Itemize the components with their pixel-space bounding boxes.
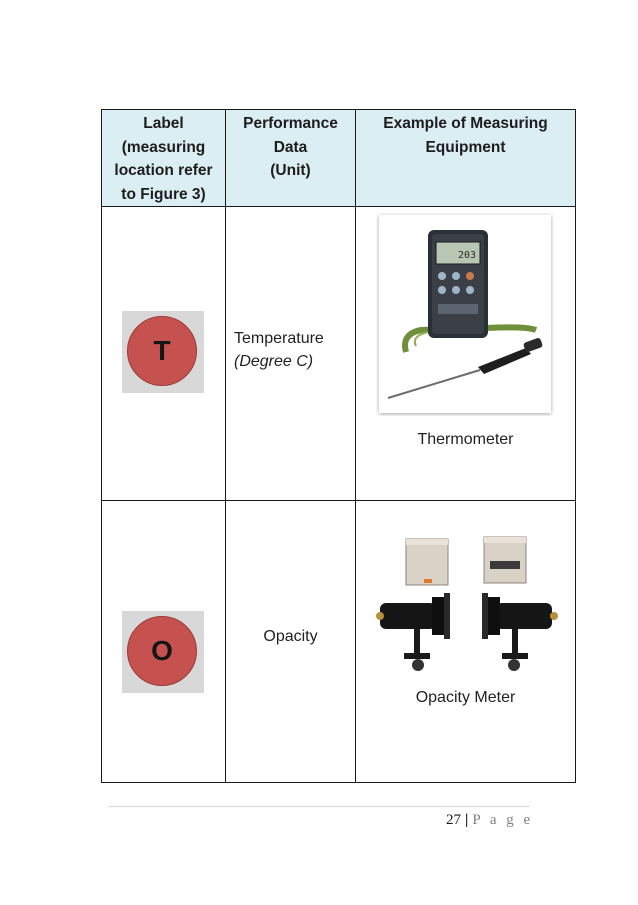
header-equipment-line: Equipment (425, 138, 506, 156)
page-number: 27 (446, 812, 461, 828)
table-row: O Opacity (101, 500, 576, 783)
equipment-cell: Opacity Meter (355, 500, 576, 783)
header-performance-line: (Unit) (270, 162, 311, 179)
header-label-line: Label (143, 115, 184, 132)
header-equipment-line: Example of Measuring (383, 115, 548, 132)
footer-divider (108, 806, 530, 807)
performance-cell: Temperature (Degree C) (225, 206, 356, 501)
badge-circle: O (127, 616, 197, 686)
svg-text:203: 203 (458, 250, 476, 261)
performance-text: Temperature (Degree C) (234, 327, 324, 373)
equipment-cell: 203 Thermometer (355, 206, 576, 501)
page-footer: 27|P a g e (446, 812, 533, 829)
opacity-meter-image (376, 536, 558, 671)
table-row: T Temperature (Degree C) (101, 206, 576, 501)
header-performance-line: Performance (243, 115, 338, 132)
performance-cell: Opacity (225, 500, 356, 783)
label-badge-t: T (122, 311, 204, 393)
badge-circle: T (127, 316, 197, 386)
performance-unit: (Degree C) (234, 353, 314, 370)
header-label-line: (measuring (121, 138, 206, 156)
equipment-caption: Thermometer (417, 431, 514, 448)
header-performance: Performance Data (Unit) (225, 109, 356, 207)
performance-text: Opacity (226, 625, 355, 648)
header-label: Label (measuring location refer to Figur… (101, 109, 226, 207)
table-header-row: Label (measuring location refer to Figur… (101, 109, 576, 207)
thermometer-image: 203 (379, 215, 551, 413)
performance-name: Opacity (263, 628, 318, 645)
header-label-line: location refer (114, 162, 213, 179)
page-word: P a g e (472, 812, 534, 828)
label-cell: O (101, 500, 226, 783)
equipment-table: Label (measuring location refer to Figur… (101, 109, 576, 783)
equipment-caption: Opacity Meter (415, 689, 516, 706)
header-label-line: to Figure 3) (121, 185, 206, 203)
header-performance-line: Data (273, 138, 308, 156)
footer-separator: | (465, 812, 469, 828)
label-badge-o: O (122, 611, 204, 693)
label-cell: T (101, 206, 226, 501)
performance-name: Temperature (234, 330, 324, 347)
header-equipment: Example of Measuring Equipment (355, 109, 576, 207)
